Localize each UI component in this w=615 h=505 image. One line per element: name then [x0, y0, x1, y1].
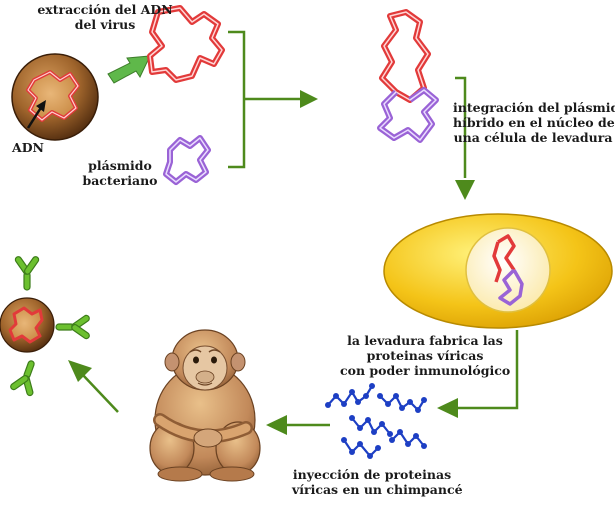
label-hybrid-integration: integración del plásmido híbrido en el n… [453, 100, 615, 145]
production-arrow-icon [437, 330, 519, 418]
label-line: con poder inmunológico [340, 363, 511, 378]
integration-arrow-icon [455, 76, 475, 200]
antibody-icon [10, 256, 90, 397]
yeast-cell-icon [383, 213, 613, 329]
label-virus-dna-extraction: extracción del ADN del virus [30, 2, 180, 32]
neutralized-virus-icon [0, 297, 55, 353]
label-line: plásmido [88, 158, 152, 173]
label-chimp-injection: inyección de proteinas víricas en un chi… [292, 467, 463, 497]
label-line: híbrido en el núcleo de [453, 115, 615, 130]
label-line: integración del plásmido [453, 100, 615, 115]
label-line: proteinas víricas [366, 348, 484, 363]
combine-arrow-icon [228, 30, 318, 169]
injection-arrow-icon [266, 415, 330, 435]
dna-pointer-icon [26, 100, 46, 129]
plasmid-icon [163, 135, 211, 185]
label-line: bacteriano [82, 173, 158, 188]
label-line: inyección de proteinas [292, 467, 452, 482]
label-line: víricas en un chimpancé [292, 482, 463, 497]
virus-dna-icon [147, 5, 225, 83]
label-dna: ADN [12, 140, 44, 155]
label-line: extracción del ADN [37, 2, 173, 17]
label-line: la levadura fabrica las [347, 333, 503, 348]
chimpanzee-icon [149, 329, 261, 482]
hybrid-plasmid-icon [377, 9, 439, 143]
extraction-arrow-icon [107, 55, 151, 84]
protein-beads-icon [325, 383, 427, 459]
immune-response-arrow-icon [68, 360, 119, 413]
label-bacterial-plasmid: plásmido bacteriano [75, 158, 165, 188]
label-line: del virus [74, 17, 136, 32]
virus-icon [11, 53, 99, 141]
label-yeast-production: la levadura fabrica las proteinas vírica… [340, 333, 510, 378]
label-line: una célula de levadura [453, 130, 613, 145]
